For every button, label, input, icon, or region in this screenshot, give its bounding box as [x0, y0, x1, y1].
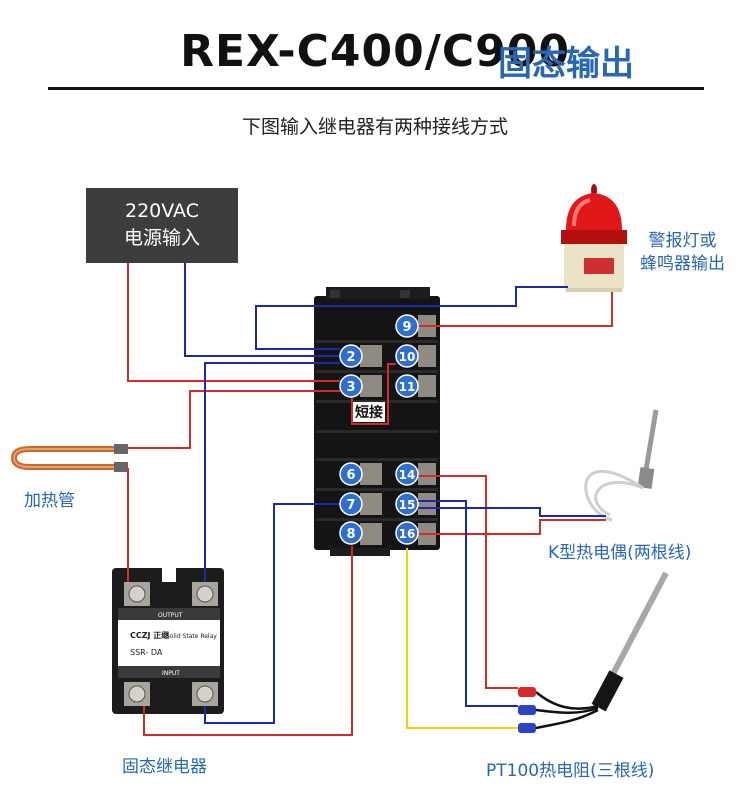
ssr-output-label: OUTPUT [158, 612, 183, 619]
wire-terminal-8-to-ssr [143, 546, 353, 736]
wires [127, 262, 613, 736]
alarm-output-label: 警报灯或 蜂鸣器输出 [640, 230, 725, 276]
terminal-7: 7 [346, 498, 355, 513]
terminal-6: 6 [346, 468, 355, 483]
heater-element-icon [10, 444, 128, 472]
ssr-brand: CCZJ 正继 [130, 630, 169, 640]
wire-terminal-15-to-pt100 [418, 500, 518, 707]
alarm-label-line2: 蜂鸣器输出 [640, 254, 725, 274]
wire-power-n-to-terminal-2 [184, 262, 340, 357]
ssr-input-label: INPUT [162, 670, 180, 677]
terminal-3: 3 [346, 380, 355, 395]
terminal-2: 2 [346, 350, 355, 365]
wire-alarm-to-terminal-2 [255, 286, 568, 350]
terminal-10: 10 [399, 350, 416, 364]
wire-terminal-16-to-pt100 [406, 548, 518, 729]
model-title: REX-C400/C900 [180, 26, 570, 77]
thermocouple-label: K型热电偶(两根线) [548, 543, 692, 563]
alarm-label-line1: 警报灯或 [648, 231, 717, 251]
wire-power-l-to-terminal-3 [127, 262, 340, 382]
header-divider [48, 87, 704, 90]
terminal-15: 15 [399, 498, 416, 512]
terminal-labels: 9 2 10 3 11 6 14 7 15 8 16 [339, 314, 419, 545]
wire-terminal-15-to-tc [418, 507, 606, 517]
wire-terminal-7-to-ssr [204, 503, 340, 724]
terminal-16: 16 [399, 527, 416, 541]
wire-short-3-10 [351, 363, 396, 425]
wire-terminal-3-to-heater [128, 390, 340, 449]
pt100-probe-icon [518, 571, 669, 733]
short-circuit-label: 短接 [353, 402, 385, 422]
thermocouple-probe-icon [584, 409, 659, 522]
wire-alarm-to-terminal-9 [418, 292, 613, 327]
power-input-box: 220VAC 电源输入 [86, 188, 238, 263]
terminal-9: 9 [402, 320, 411, 335]
terminal-11: 11 [399, 380, 416, 394]
ssr-model: SSR- DA [130, 648, 163, 657]
diagram-subtitle: 下图输入继电器有两种接线方式 [241, 116, 508, 138]
wire-terminal-14-to-pt100 [418, 475, 518, 689]
solid-state-relay: CCZJ 正继 Solid State Relay SSR- DA OUTPUT… [112, 568, 224, 714]
power-caption: 电源输入 [123, 227, 200, 249]
alarm-lamp-icon [561, 184, 627, 292]
terminal-14: 14 [399, 468, 416, 482]
terminal-8: 8 [346, 527, 355, 542]
heater-label: 加热管 [24, 491, 75, 511]
output-type-title: 固态输出 [498, 44, 634, 84]
wire-terminal-16-to-tc [418, 519, 606, 535]
wire-terminal-2-to-ssr [204, 362, 340, 582]
power-voltage: 220VAC [125, 200, 199, 222]
ssr-type: Solid State Relay [166, 633, 217, 640]
rtd-label: PT100热电阻(三根线) [486, 761, 655, 781]
ssr-label: 固态继电器 [122, 757, 207, 777]
